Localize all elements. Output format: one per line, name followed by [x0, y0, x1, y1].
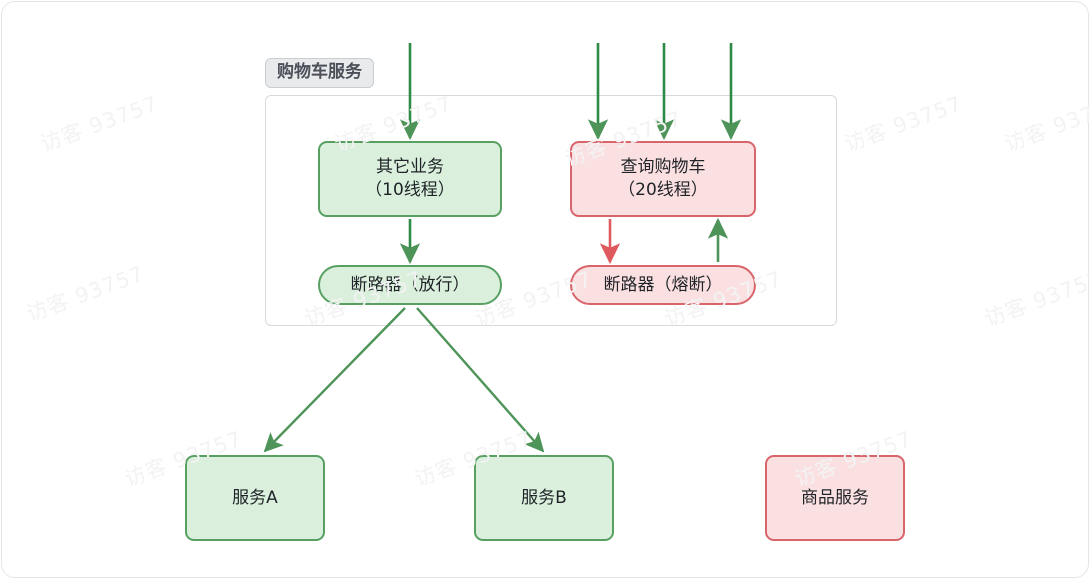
node-other-business-line1: 其它业务 — [376, 157, 444, 178]
node-breaker-open[interactable]: 断路器（熔断） — [570, 265, 756, 305]
node-product-service[interactable]: 商品服务 — [765, 455, 905, 541]
arrow-breaker-pass-to-service-b — [416, 307, 545, 453]
node-other-business[interactable]: 其它业务 （10线程） — [318, 141, 502, 217]
node-other-business-line2: （10线程） — [365, 180, 455, 200]
node-service-a[interactable]: 服务A — [185, 455, 325, 541]
node-breaker-open-label: 断路器（熔断） — [603, 274, 723, 295]
node-service-b-label: 服务B — [521, 487, 567, 508]
node-query-cart-line2: （20线程） — [618, 180, 708, 200]
node-query-cart-line1: 查询购物车 — [620, 157, 706, 178]
node-service-b[interactable]: 服务B — [474, 455, 614, 541]
inbound-arrows — [399, 43, 742, 141]
group-label-cart-service: 购物车服务 — [265, 58, 374, 88]
node-query-cart[interactable]: 查询购物车 （20线程） — [570, 141, 756, 217]
node-service-a-label: 服务A — [232, 487, 278, 508]
node-breaker-pass-label: 断路器（放行） — [350, 274, 470, 295]
node-breaker-pass[interactable]: 断路器（放行） — [318, 265, 502, 305]
arrow-breaker-pass-to-service-a — [263, 307, 406, 453]
node-product-service-label: 商品服务 — [801, 487, 869, 508]
